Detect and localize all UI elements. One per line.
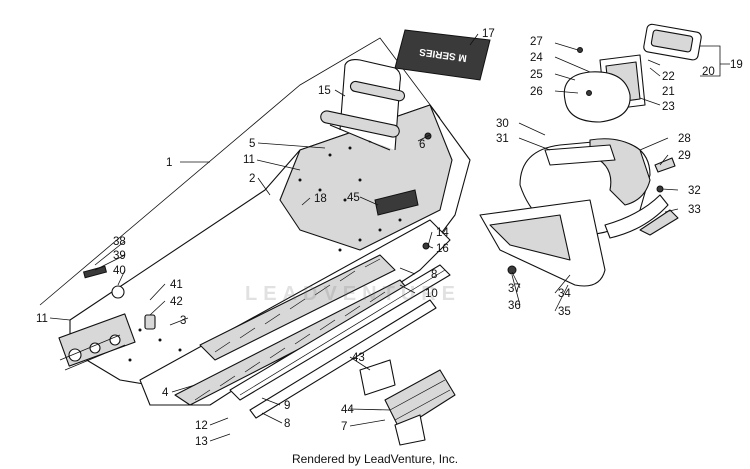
callout-2: 2	[249, 173, 255, 185]
callout-44: 44	[341, 404, 354, 416]
callout-7: 7	[341, 421, 347, 433]
callout-9: 9	[284, 400, 290, 412]
deflector	[639, 209, 679, 236]
watermark: LEADVENTURE	[245, 283, 462, 305]
callout-31: 31	[496, 133, 509, 145]
decal: M SERIES	[394, 29, 491, 81]
callout-32: 32	[688, 185, 701, 197]
callout-20: 20	[702, 66, 715, 78]
callout-8a: 8	[431, 269, 437, 281]
callout-35: 35	[558, 306, 571, 318]
callout-15: 15	[318, 85, 331, 97]
callout-43: 43	[352, 352, 365, 364]
callout-28: 28	[678, 133, 691, 145]
callout-25: 25	[530, 69, 543, 81]
callout-11b: 11	[36, 313, 48, 325]
callout-12: 12	[195, 420, 208, 432]
callout-4: 4	[162, 387, 169, 399]
clip	[654, 157, 676, 173]
tunnel-top-panel	[279, 104, 453, 251]
grab-handle	[320, 59, 406, 151]
snow-flap	[479, 199, 606, 287]
callout-1: 1	[166, 157, 172, 169]
series-decal	[394, 29, 491, 81]
callout-23: 23	[662, 101, 675, 113]
badge-decal	[374, 189, 419, 216]
callout-38: 38	[113, 236, 126, 248]
callout-27: 27	[530, 36, 543, 48]
callout-14: 14	[436, 227, 449, 239]
callout-36: 36	[508, 300, 521, 312]
callout-5: 5	[249, 138, 255, 150]
callout-41: 41	[170, 279, 183, 291]
callout-18: 18	[314, 193, 327, 205]
running-board-brackets	[359, 359, 456, 446]
callout-11a: 11	[243, 154, 255, 166]
callout-21: 21	[662, 86, 675, 98]
callout-19: 19	[730, 59, 743, 71]
tunnel-assembly	[39, 37, 471, 406]
front-bracket-cluster	[58, 313, 136, 371]
callout-42: 42	[170, 296, 183, 308]
callout-13: 13	[195, 436, 208, 448]
callout-22: 22	[662, 71, 675, 83]
callouts: 1 2 3 4 5 6 7 8 8 9 10 11 11 12 13 14 15…	[36, 28, 743, 448]
callout-8b: 8	[284, 418, 290, 430]
leader-lines	[49, 33, 730, 442]
rear-seat-cap	[563, 71, 631, 123]
callout-26: 26	[530, 86, 543, 98]
callout-17: 17	[482, 28, 495, 40]
tunnel-lattice	[174, 254, 411, 406]
hardware	[82, 47, 664, 330]
callout-40: 40	[113, 265, 126, 277]
callout-29: 29	[678, 150, 691, 162]
callout-45: 45	[347, 192, 360, 204]
callout-39: 39	[113, 250, 126, 262]
callout-6: 6	[419, 139, 425, 151]
credit-line: Rendered by LeadVenture, Inc.	[291, 452, 459, 466]
callout-3: 3	[180, 315, 186, 327]
callout-30: 30	[496, 118, 509, 130]
callout-34: 34	[558, 288, 571, 300]
callout-33: 33	[688, 204, 701, 216]
callout-16: 16	[436, 243, 449, 255]
callout-24: 24	[530, 52, 543, 64]
callout-10: 10	[425, 288, 438, 300]
callout-37: 37	[508, 283, 521, 295]
